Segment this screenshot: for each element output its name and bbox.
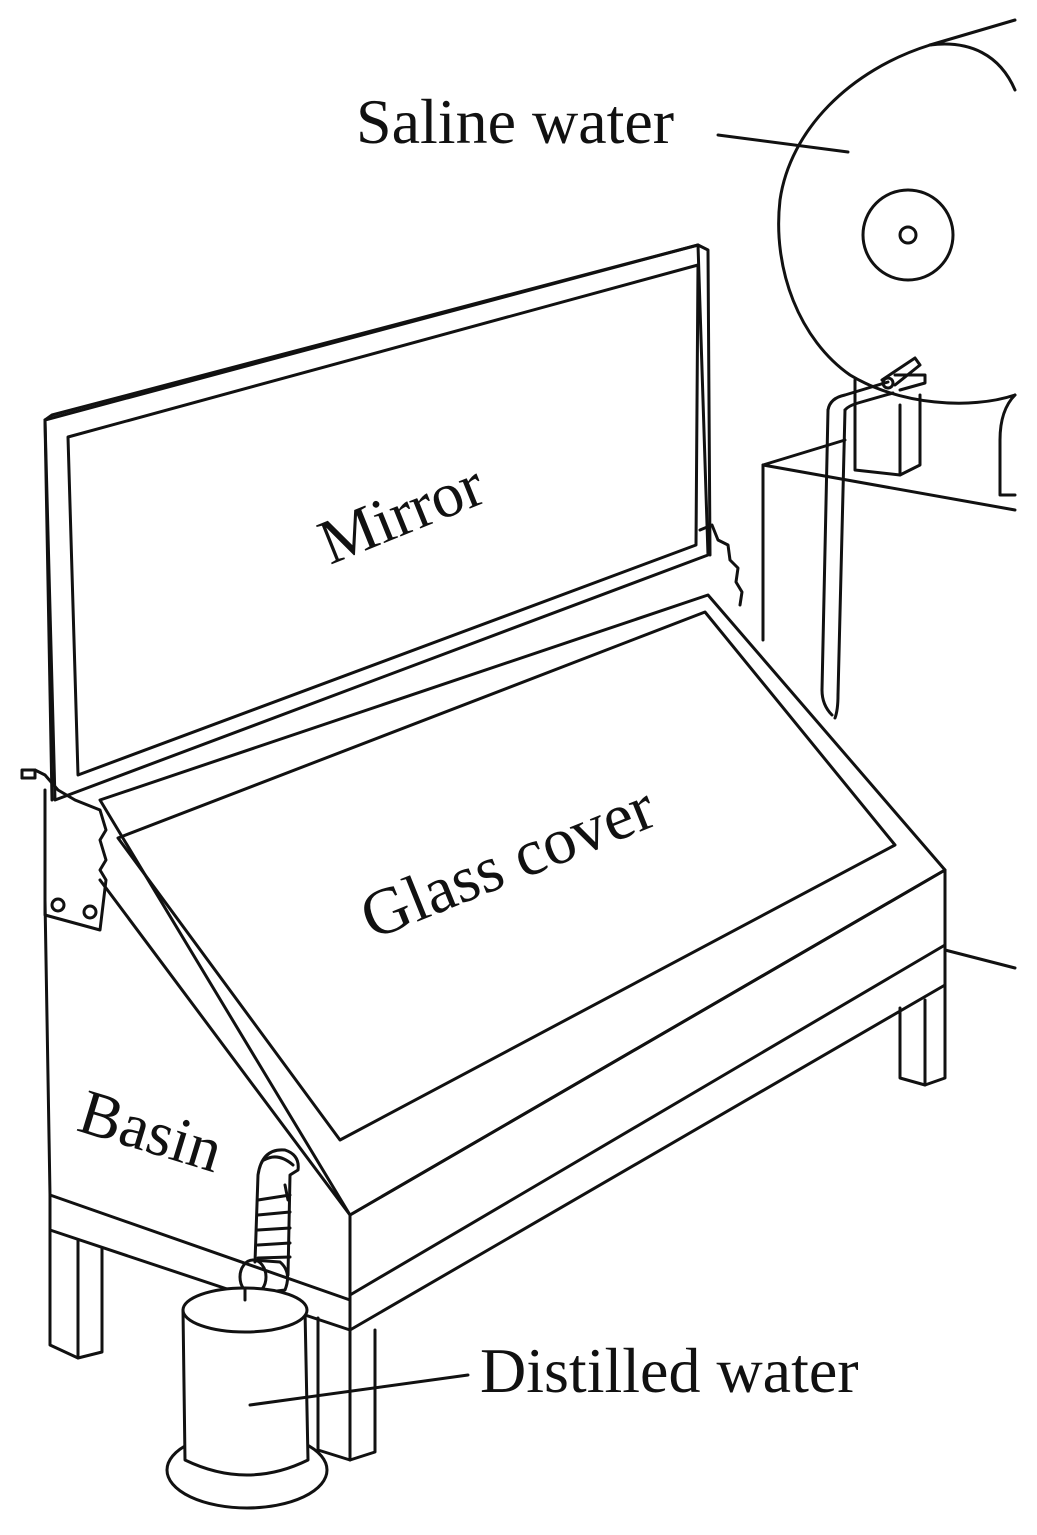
- leader-lines: [248, 133, 850, 1407]
- distilled-water-jar: [165, 1286, 329, 1510]
- basin-body: [43, 593, 947, 1302]
- right-hinge-bracket: [698, 523, 744, 607]
- label-basin: Basin: [71, 1075, 231, 1186]
- label-saline-water: Saline water: [356, 86, 674, 157]
- saline-water-tank: [761, 18, 1017, 970]
- label-distilled-water: Distilled water: [480, 1335, 859, 1406]
- left-hinge-bracket: [20, 768, 108, 932]
- feed-pipe: [820, 356, 927, 720]
- mirror-frame: [43, 243, 712, 802]
